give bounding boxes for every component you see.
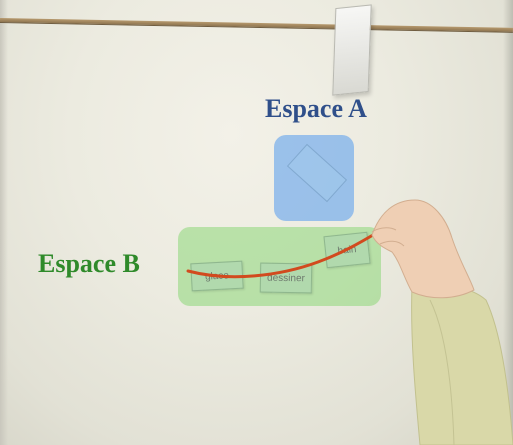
board-right-edge [503,0,513,445]
space-b-label: Espace B [38,249,140,278]
board-left-edge [0,0,8,445]
space-a-label: Espace A [265,94,367,123]
